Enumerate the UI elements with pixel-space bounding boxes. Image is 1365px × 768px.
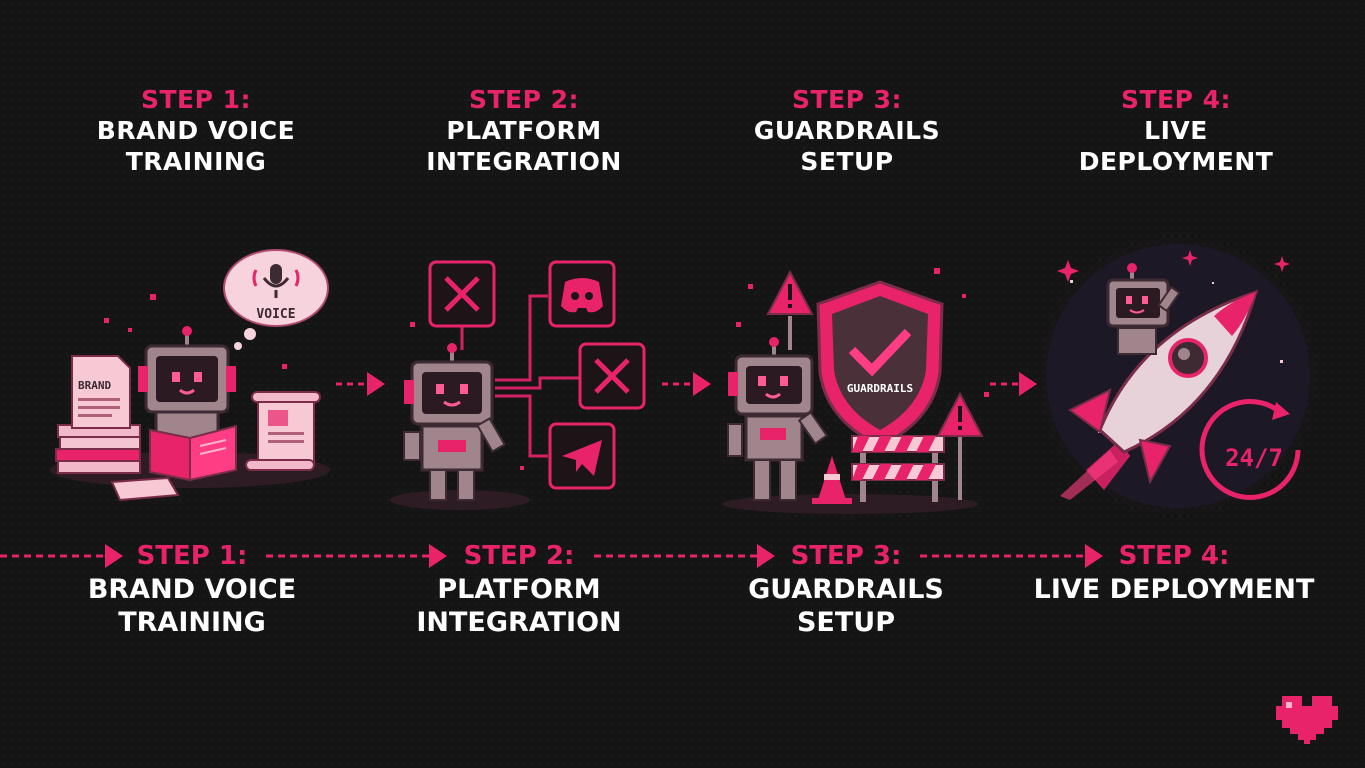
step-2-caption-label: STEP 2: — [359, 540, 679, 573]
step-1-caption-label: STEP 1: — [32, 540, 352, 573]
step-1-illustration: BRAND — [50, 250, 330, 500]
step-4-caption-title: LIVE DEPLOYMENT — [1014, 573, 1334, 606]
step-3-caption-label: STEP 3: — [686, 540, 1006, 573]
scroll-icon — [246, 392, 320, 470]
voice-badge-text: VOICE — [256, 307, 295, 322]
shield-check-icon: GUARDRAILS — [818, 282, 942, 446]
step-3-illustration: GUARDRAILS — [722, 268, 989, 514]
x-logo-icon-2 — [580, 344, 644, 408]
step-1-caption-title: BRAND VOICE TRAINING — [32, 573, 352, 639]
step-3-caption-title: GUARDRAILS SETUP — [686, 573, 1006, 639]
guardrails-badge-text: GUARDRAILS — [847, 382, 913, 395]
step-1-caption: STEP 1: BRAND VOICE TRAINING — [32, 540, 352, 639]
step-2-caption: STEP 2: PLATFORM INTEGRATION — [359, 540, 679, 639]
step-3-caption: STEP 3: GUARDRAILS SETUP — [686, 540, 1006, 639]
clock-badge-text: 24/7 — [1225, 444, 1283, 472]
paper-stack-icon — [56, 425, 140, 473]
step-4-caption-label: STEP 4: — [1014, 540, 1334, 573]
robot-2 — [404, 343, 505, 500]
x-logo-icon — [430, 262, 494, 326]
step-4-caption: STEP 4: LIVE DEPLOYMENT — [1014, 540, 1334, 606]
pixel-heart-icon — [1276, 696, 1338, 744]
barrier-icon — [852, 436, 944, 502]
step-2-illustration — [390, 262, 644, 510]
step-2-caption-title: PLATFORM INTEGRATION — [359, 573, 679, 639]
step-4-illustration: 24/7 — [1036, 234, 1320, 518]
discord-icon — [550, 262, 614, 326]
telegram-icon — [550, 424, 614, 488]
document-icon: BRAND — [72, 356, 130, 428]
speech-bubble: VOICE — [224, 250, 328, 350]
brand-badge-text: BRAND — [78, 379, 111, 392]
robot-3 — [728, 337, 827, 500]
